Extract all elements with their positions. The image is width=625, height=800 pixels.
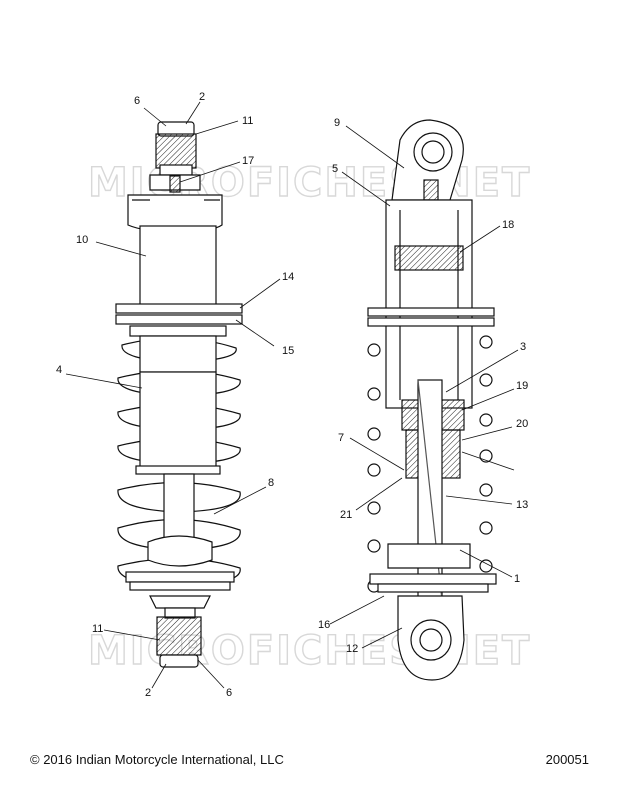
callout-12: 12 <box>346 643 358 655</box>
callout-2-top: 2 <box>199 91 205 103</box>
callout-6-top: 6 <box>134 95 140 107</box>
callout-21: 21 <box>340 509 352 521</box>
callout-11-bottom: 11 <box>92 623 103 635</box>
callout-3: 3 <box>520 341 526 353</box>
callout-19: 19 <box>516 380 528 392</box>
shock-absorber-diagram: MICROFICHES.NET MICROFICHES.NET <box>56 91 531 699</box>
callout-18: 18 <box>502 219 514 231</box>
watermark-bottom: MICROFICHES.NET <box>88 628 531 674</box>
callout-9: 9 <box>334 117 340 129</box>
callout-8: 8 <box>268 477 274 489</box>
callout-13: 13 <box>516 499 528 511</box>
callout-16: 16 <box>318 619 330 631</box>
callout-17: 17 <box>242 155 254 167</box>
left-shock-exterior <box>115 121 243 668</box>
callout-20: 20 <box>516 418 528 430</box>
callout-2-bottom: 2 <box>145 687 151 699</box>
callout-15: 15 <box>282 345 294 357</box>
callout-1: 1 <box>514 573 520 585</box>
callout-14: 14 <box>282 271 294 283</box>
callout-11-top: 11 <box>242 115 253 127</box>
callout-5: 5 <box>332 163 338 175</box>
right-shock-section <box>367 119 497 681</box>
leader-lines <box>65 101 519 689</box>
callout-7: 7 <box>338 432 344 444</box>
diagram-number: 200051 <box>545 752 589 767</box>
callout-6-bottom: 6 <box>226 687 232 699</box>
copyright-text: © 2016 Indian Motorcycle International, … <box>30 752 284 767</box>
callout-10: 10 <box>76 234 88 246</box>
callout-4: 4 <box>56 364 62 376</box>
